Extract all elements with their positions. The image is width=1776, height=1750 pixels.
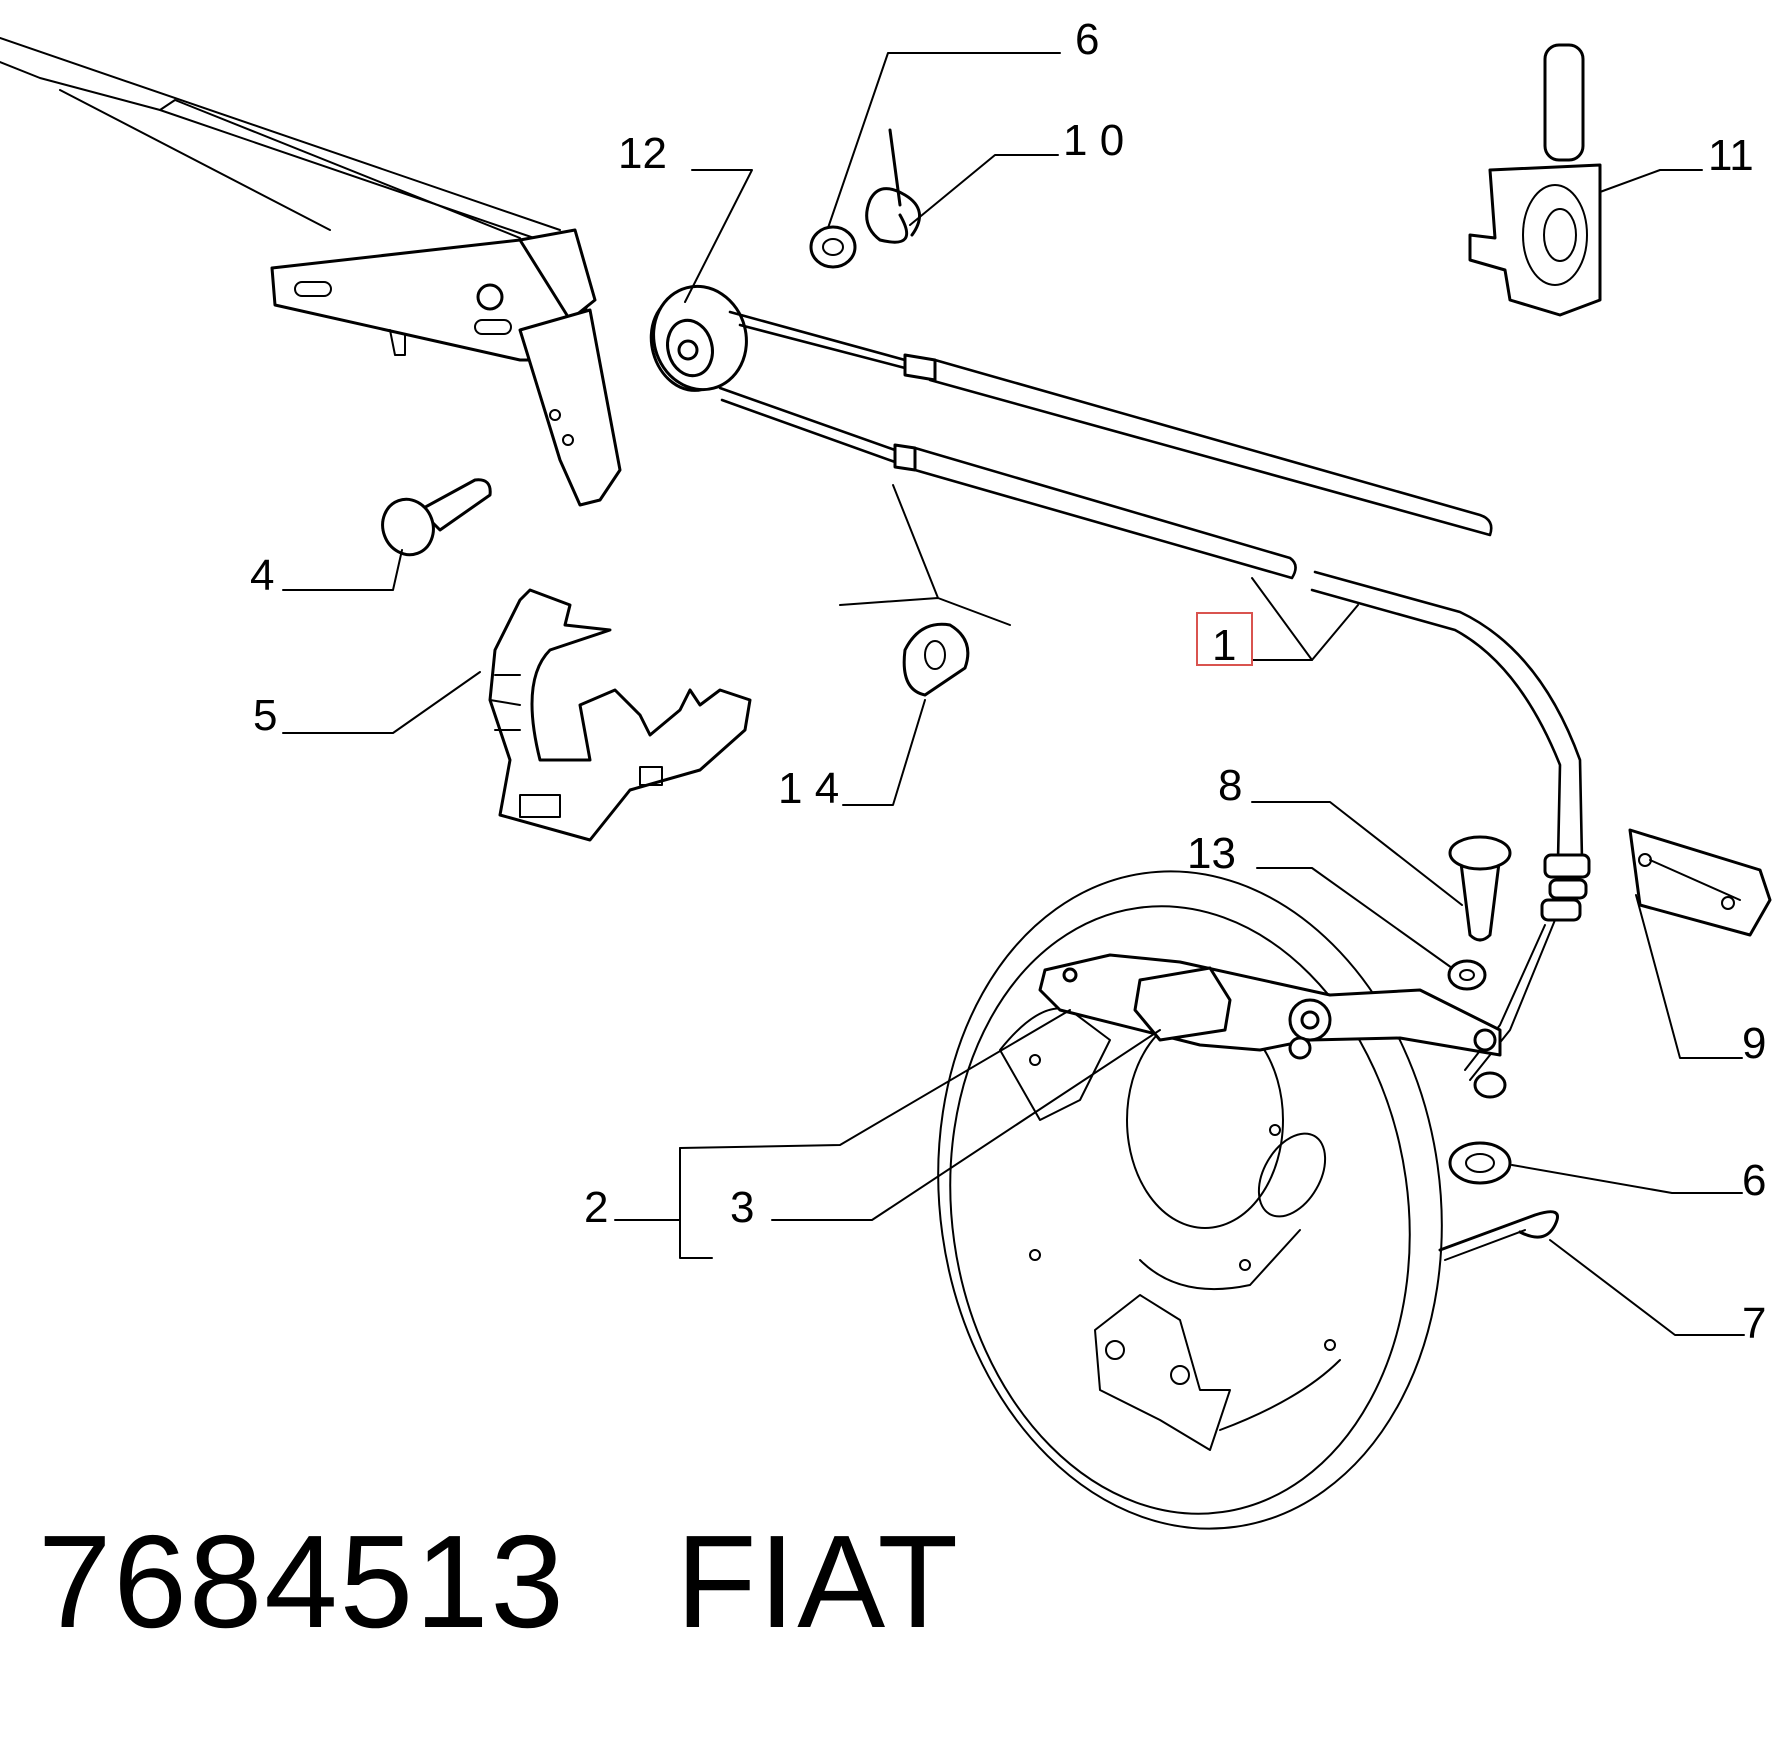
washer-13 xyxy=(1447,959,1487,991)
part-number: 7684513 xyxy=(38,1508,566,1655)
brake-lever-assembly xyxy=(1038,953,1502,1060)
leader-lines xyxy=(282,52,1745,1336)
spring-clip xyxy=(865,128,921,244)
callout-11: 11 xyxy=(1708,131,1754,180)
bush xyxy=(902,622,970,697)
brake-backing-plate xyxy=(937,870,1443,1530)
callout-14: 1 4 xyxy=(778,764,839,813)
callout-1-highlight xyxy=(1196,612,1253,666)
pin-8 xyxy=(1448,835,1512,942)
callout-13: 13 xyxy=(1187,829,1236,878)
callout-9: 9 xyxy=(1742,1019,1766,1068)
cotter-pin xyxy=(1438,1210,1559,1261)
callout-4: 4 xyxy=(250,551,274,600)
handbrake-cable xyxy=(718,310,1591,1099)
callout-labels: 1 2 3 4 5 6 6 7 8 9 1 0 11 12 13 1 4 xyxy=(250,15,1766,1348)
cable-clip xyxy=(488,588,752,842)
callout-6-lower: 6 xyxy=(1742,1156,1766,1205)
callout-6-top: 6 xyxy=(1075,15,1099,64)
callout-10: 1 0 xyxy=(1063,116,1124,165)
washer-6-lower xyxy=(1448,1141,1512,1185)
callout-7: 7 xyxy=(1742,1299,1766,1348)
washer-top xyxy=(809,225,857,269)
cable-bracket xyxy=(1468,43,1602,317)
vehicle-frame-bracket xyxy=(0,37,622,507)
clevis-pin xyxy=(381,478,492,557)
cable-pulley xyxy=(649,284,748,392)
callout-3: 3 xyxy=(730,1183,754,1232)
callout-5: 5 xyxy=(253,691,277,740)
callout-1: 1 xyxy=(1212,621,1236,670)
callout-8: 8 xyxy=(1218,761,1242,810)
brand-name: FIAT xyxy=(675,1508,961,1655)
retaining-plate xyxy=(1628,828,1772,937)
callout-2: 2 xyxy=(584,1183,608,1232)
callout-12: 12 xyxy=(618,129,667,178)
